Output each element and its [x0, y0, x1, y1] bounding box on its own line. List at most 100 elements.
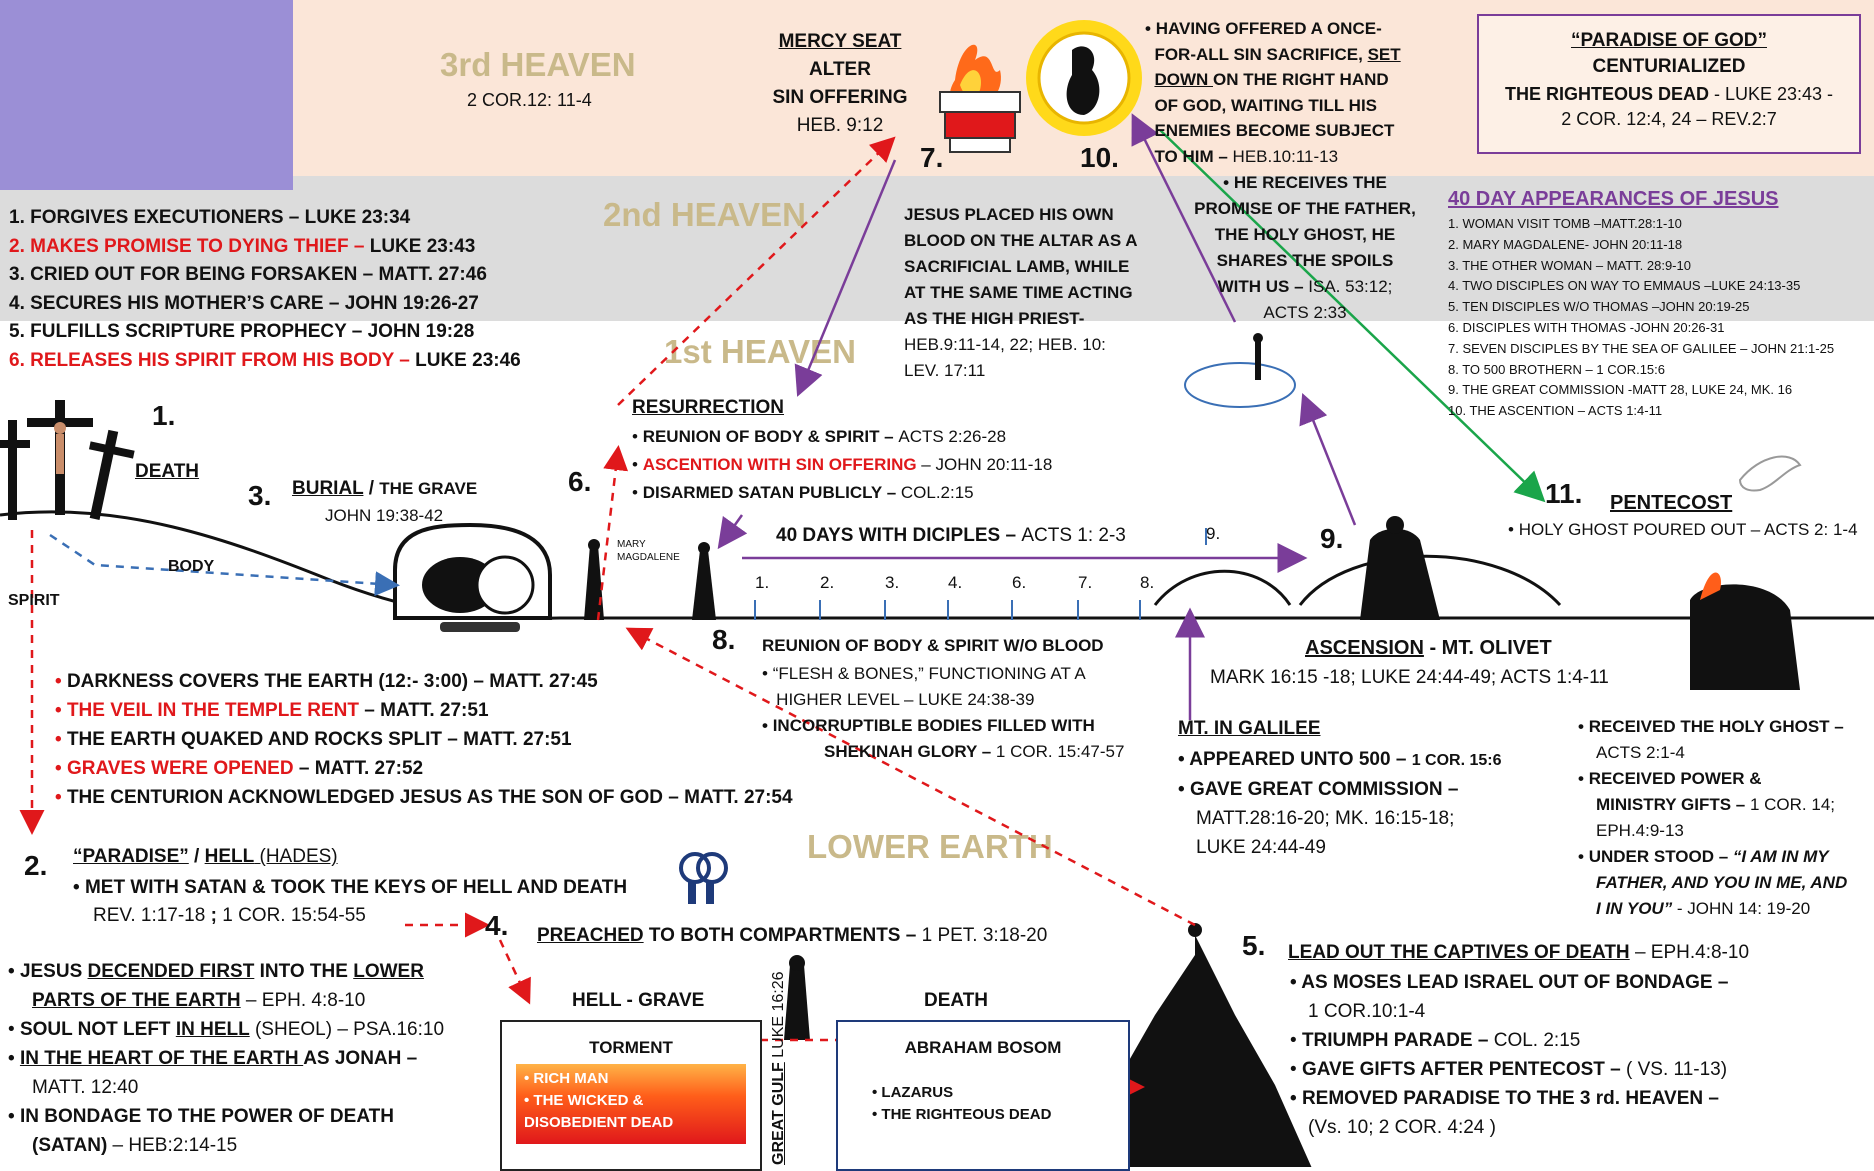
hill-galilee	[1153, 569, 1292, 606]
body-label: BODY	[168, 558, 215, 575]
num-7: 7.	[920, 142, 944, 173]
seated-l5: ENEMIES BECOME SUBJECT	[1154, 121, 1395, 140]
num-9: 9.	[1320, 523, 1344, 554]
desc-0l2u: PARTS OF THE EARTH	[32, 990, 241, 1011]
burial-sep: /	[363, 478, 380, 499]
pentecost-i2r2: EPH.4:9-13	[1596, 821, 1684, 840]
captives-i3r: ( VS. 11-13)	[1626, 1059, 1728, 1080]
desc-1a: SOUL NOT LEFT	[19, 1019, 176, 1040]
num-6: 6.	[568, 466, 592, 497]
mercy-seat-altar: ALTER	[809, 59, 871, 80]
appearance-item: 2. MARY MAGDALENE- JOHN 20:11-18	[1448, 236, 1683, 252]
desc-0b: INTO THE	[254, 961, 354, 982]
promise-l5a: WITH US –	[1217, 277, 1309, 296]
captives-i2r: COL. 2:15	[1493, 1030, 1581, 1051]
darkness-list: • DARKNESS COVERS THE EARTH (12:- 3:00) …	[55, 667, 793, 812]
resurrection-item: • ASCENTION WITH SIN OFFERING – JOHN 20:…	[632, 455, 1053, 474]
dove-icon	[1738, 455, 1802, 492]
seated-l6a: TO HIM –	[1154, 146, 1233, 166]
promise-l2: PROMISE OF THE FATHER,	[1194, 199, 1416, 218]
pentecost-i1r: ACTS 2:1-4	[1596, 743, 1685, 762]
burial-title-text: BURIAL	[292, 478, 364, 499]
resurrection-item-ref: ACTS 2:26-28	[898, 427, 1007, 446]
forty-day-ticks	[754, 528, 1207, 620]
captives-i1r: 1 COR.10:1-4	[1308, 1001, 1426, 1022]
darkness-item-ref: – MATT. 27:51	[359, 700, 489, 721]
forty-day-tick-label: 1.	[755, 573, 770, 592]
resurrection-item: • REUNION OF BODY & SPIRIT – ACTS 2:26-2…	[632, 427, 1007, 446]
forty-days-label: 40 DAYS WITH DICIPLES – ACTS 1: 2-3	[776, 525, 1126, 547]
darkness-item-text: DARKNESS COVERS THE EARTH (12:- 3:00) –	[66, 671, 490, 692]
preaching-figure-icon	[784, 955, 810, 1040]
darkness-item-text: GRAVES WERE OPENED	[66, 758, 294, 779]
cross-saying-text: FORGIVES EXECUTIONERS –	[30, 207, 305, 228]
appearance-item: 8. TO 500 BROTHERN – 1 COR.15:6	[1448, 361, 1665, 377]
pentecost-i2: RECEIVED POWER &	[1588, 769, 1762, 788]
paradise-r1a: REV. 1:17-18	[93, 905, 206, 926]
num-2: 2.	[24, 850, 48, 881]
desc-0u1: DECENDED FIRST	[87, 961, 255, 982]
reunion8-title: REUNION OF BODY & SPIRIT W/O BLOOD	[762, 636, 1104, 655]
forty-day-tick-label: 9.	[1206, 524, 1221, 543]
keys-icon	[679, 852, 728, 904]
arrow-to-pentecost	[1159, 129, 1546, 503]
reunion8-l4a: SHEKINAH GLORY –	[824, 742, 996, 761]
preached-body: TO BOTH COMPARTMENTS –	[643, 925, 922, 946]
resurrection-item-ref: – JOHN 20:11-18	[916, 455, 1053, 474]
resurrection-item-text: DISARMED SATAN PUBLICLY –	[642, 483, 901, 502]
desc-2l2: MATT. 12:40	[32, 1077, 139, 1098]
seated-text: • HAVING OFFERED A ONCE- FOR-ALL SIN SAC…	[1145, 19, 1401, 166]
cross-saying-ref: JOHN 19:26-27	[344, 292, 479, 314]
arrow-to-hellgrave	[498, 939, 531, 1005]
pentecost-i3q1: “I AM IN MY	[1732, 847, 1829, 866]
darkness-item: • THE CENTURION ACKNOWLEDGED JESUS AS TH…	[55, 787, 793, 808]
galilee-i2r2: LUKE 24:44-49	[1196, 837, 1326, 858]
galilee-list: • APPEARED UNTO 500 – 1 COR. 15:6 • GAVE…	[1178, 745, 1502, 862]
darkness-item-ref: MATT. 27:54	[684, 787, 793, 808]
appearance-item: 6. DISCIPLES WITH THOMAS -JOHN 20:26-31	[1448, 319, 1725, 335]
cross-saying-text: CRIED OUT FOR BEING FORSAKEN –	[30, 264, 379, 285]
appearance-item: 1. WOMAN VISIT TOMB –MATT.28:1-10	[1448, 216, 1682, 231]
appearance-item: 4. TWO DISCIPLES ON WAY TO EMMAUS –LUKE …	[1448, 278, 1801, 294]
preached-text: PREACHED TO BOTH COMPARTMENTS – 1 PET. 3…	[537, 925, 1047, 947]
abraham-bosom-box: ABRAHAM BOSOM • LAZARUS • THE RIGHTEOUS …	[836, 1020, 1130, 1171]
altar-l7: LEV. 17:11	[904, 361, 986, 380]
reunion8-l2: HIGHER LEVEL – LUKE 24:38-39	[776, 690, 1035, 709]
darkness-item: • GRAVES WERE OPENED – MATT. 27:52	[55, 758, 424, 779]
resurrection-list: • REUNION OF BODY & SPIRIT – ACTS 2:26-2…	[632, 423, 1052, 507]
galilee-title: MT. IN GALILEE	[1178, 718, 1321, 739]
third-heaven-ref: 2 COR.12: 11-4	[467, 90, 592, 110]
reunion8-l4b: 1 COR. 15:47-57	[995, 742, 1125, 761]
spirit-label: SPIRIT	[8, 592, 60, 609]
second-heaven-title: 2nd HEAVEN	[603, 196, 806, 233]
num-3: 3.	[248, 480, 272, 511]
resurrection-item-text: REUNION OF BODY & SPIRIT –	[642, 427, 899, 446]
cross-saying-item: 3. CRIED OUT FOR BEING FORSAKEN – MATT. …	[9, 261, 521, 290]
cross-saying-number: 4.	[9, 292, 31, 314]
appearance-item: 9. THE GREAT COMMISSION -MATT 28, LUKE 2…	[1448, 382, 1793, 398]
abraham-title: ABRAHAM BOSOM	[904, 1038, 1062, 1057]
tomb-icon	[393, 522, 552, 632]
desc-0a: JESUS	[19, 961, 88, 982]
promise-l5b: ISA. 53:12;	[1308, 277, 1393, 296]
forty-day-tick-label: 8.	[1140, 573, 1155, 592]
appearance-item: 10. THE ASCENTION – ACTS 1:4-11	[1448, 403, 1663, 419]
cross-saying-ref: LUKE 23:43	[369, 235, 476, 257]
num-4: 4.	[485, 910, 509, 941]
promise-l4: SHARES THE SPOILS	[1216, 251, 1394, 270]
paradise-i1: MET WITH SATAN & TOOK THE KEYS OF HELL A…	[84, 877, 628, 898]
altar-l6: HEB.9:11-14, 22; HEB. 10:	[904, 335, 1106, 354]
altar-icon	[939, 44, 1021, 153]
forty-days-text: 40 DAYS WITH DICIPLES –	[776, 525, 1022, 546]
darkness-item-text: THE CENTURION ACKNOWLEDGED JESUS AS THE …	[66, 787, 685, 808]
cross-saying-number: 2.	[9, 235, 31, 257]
seated-l3b: ON THE RIGHT HAND	[1213, 70, 1389, 89]
cross-saying-number: 3.	[9, 264, 31, 285]
pentecost-i3r: - JOHN 14: 19-20	[1672, 899, 1811, 918]
burial-sub: THE GRAVE	[379, 479, 478, 498]
abraham-i1: • LAZARUS	[872, 1084, 954, 1101]
ascension-sub: - MT. OLIVET	[1423, 637, 1552, 659]
reunion8-l3: INCORRUPTIBLE BODIES FILLED WITH	[772, 716, 1095, 735]
desc-1b: (SHEOL) – PSA.16:10	[249, 1019, 445, 1040]
